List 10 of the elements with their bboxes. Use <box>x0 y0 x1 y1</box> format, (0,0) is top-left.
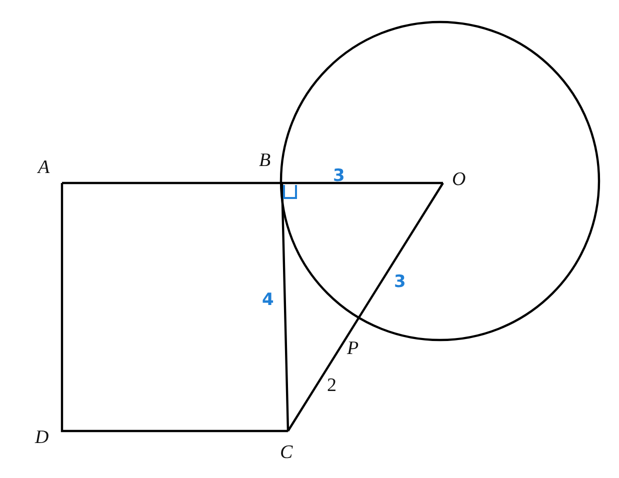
point-label: O <box>452 170 466 190</box>
length-label: 2 <box>327 376 336 396</box>
point-label: P <box>347 339 359 359</box>
point-label: D <box>35 428 49 448</box>
length-label: 3 <box>333 166 345 186</box>
point-label: C <box>280 443 293 463</box>
point-label: A <box>38 158 50 178</box>
length-label: 3 <box>394 272 406 292</box>
length-label: 4 <box>262 290 274 310</box>
point-label: B <box>259 151 271 171</box>
